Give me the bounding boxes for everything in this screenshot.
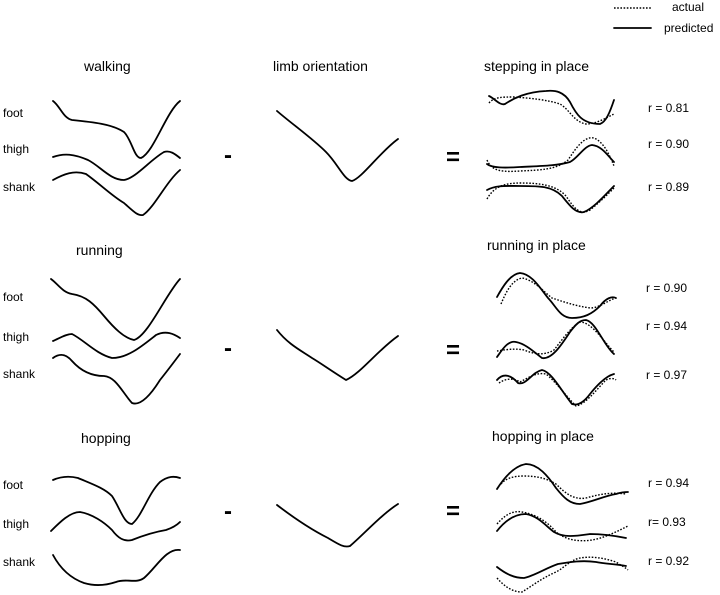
segment-label-shank: shank xyxy=(3,555,36,569)
trace-actual-thigh xyxy=(496,321,615,355)
segment-label-thigh: thigh xyxy=(3,517,29,531)
left-title: walking xyxy=(83,58,131,74)
trace-walking-thigh xyxy=(52,150,181,181)
r-value-thigh: r = 0.90 xyxy=(648,137,689,151)
r-value-shank: r = 0.92 xyxy=(648,554,689,568)
trace-predicted-thigh xyxy=(486,144,615,169)
r-value-thigh: r= 0.93 xyxy=(648,515,686,529)
row-hopping: hopping hopping in place foot thigh shan… xyxy=(3,428,689,593)
left-title: hopping xyxy=(81,430,131,446)
row-running: running running in place foot thigh shan… xyxy=(3,237,687,407)
r-value-shank: r = 0.97 xyxy=(646,368,687,382)
trace-predicted-shank xyxy=(496,560,627,579)
r-value-thigh: r = 0.94 xyxy=(646,319,687,333)
trace-limb-orientation xyxy=(276,503,399,548)
segment-label-shank: shank xyxy=(3,180,36,194)
right-title: stepping in place xyxy=(484,58,589,74)
row-walking: walking limb orientation stepping in pla… xyxy=(3,58,689,217)
trace-hopping-shank xyxy=(52,549,181,587)
legend: actual predicted xyxy=(613,0,713,35)
trace-hopping-thigh xyxy=(50,511,181,542)
trace-predicted-shank xyxy=(496,369,615,406)
segment-label-foot: foot xyxy=(3,290,24,304)
trace-predicted-thigh xyxy=(496,319,615,359)
segment-label-thigh: thigh xyxy=(3,142,29,156)
trace-actual-foot xyxy=(488,96,615,125)
legend-actual-label: actual xyxy=(672,0,704,14)
right-title: running in place xyxy=(487,237,586,253)
trace-predicted-foot xyxy=(488,89,615,125)
minus-operator: - xyxy=(224,498,232,525)
r-value-foot: r = 0.81 xyxy=(648,101,689,115)
trace-actual-foot xyxy=(500,475,627,500)
r-value-foot: r = 0.94 xyxy=(648,476,689,490)
trace-walking-foot xyxy=(52,100,181,159)
segment-label-shank: shank xyxy=(3,367,36,381)
trace-walking-shank xyxy=(52,169,181,217)
trace-running-shank xyxy=(52,353,181,405)
trace-running-foot xyxy=(50,278,181,341)
minus-operator: - xyxy=(224,142,232,169)
equals-operator: = xyxy=(446,498,460,525)
right-title: hopping in place xyxy=(492,428,594,444)
equals-operator: = xyxy=(446,337,460,364)
trace-actual-foot xyxy=(500,277,617,309)
segment-label-foot: foot xyxy=(3,478,24,492)
trace-predicted-thigh xyxy=(496,513,627,539)
trace-actual-shank xyxy=(496,556,629,593)
equals-operator: = xyxy=(446,144,460,171)
trace-limb-orientation xyxy=(276,329,399,381)
trace-predicted-foot xyxy=(496,463,629,505)
trace-actual-shank xyxy=(486,182,615,213)
r-value-foot: r = 0.90 xyxy=(646,281,687,295)
trace-hopping-foot xyxy=(52,475,181,525)
r-value-shank: r = 0.89 xyxy=(648,180,689,194)
segment-label-thigh: thigh xyxy=(3,330,29,344)
segment-label-foot: foot xyxy=(3,106,24,120)
trace-predicted-foot xyxy=(496,272,617,319)
trace-running-thigh xyxy=(52,331,181,359)
trace-actual-thigh xyxy=(486,137,615,173)
left-title: running xyxy=(76,242,123,258)
trace-limb-orientation xyxy=(276,110,399,182)
center-title: limb orientation xyxy=(273,58,368,74)
legend-predicted-label: predicted xyxy=(664,21,713,35)
trace-actual-thigh xyxy=(496,510,629,542)
trace-actual-shank xyxy=(498,372,617,407)
minus-operator: - xyxy=(224,335,232,362)
trace-predicted-shank xyxy=(486,185,615,214)
